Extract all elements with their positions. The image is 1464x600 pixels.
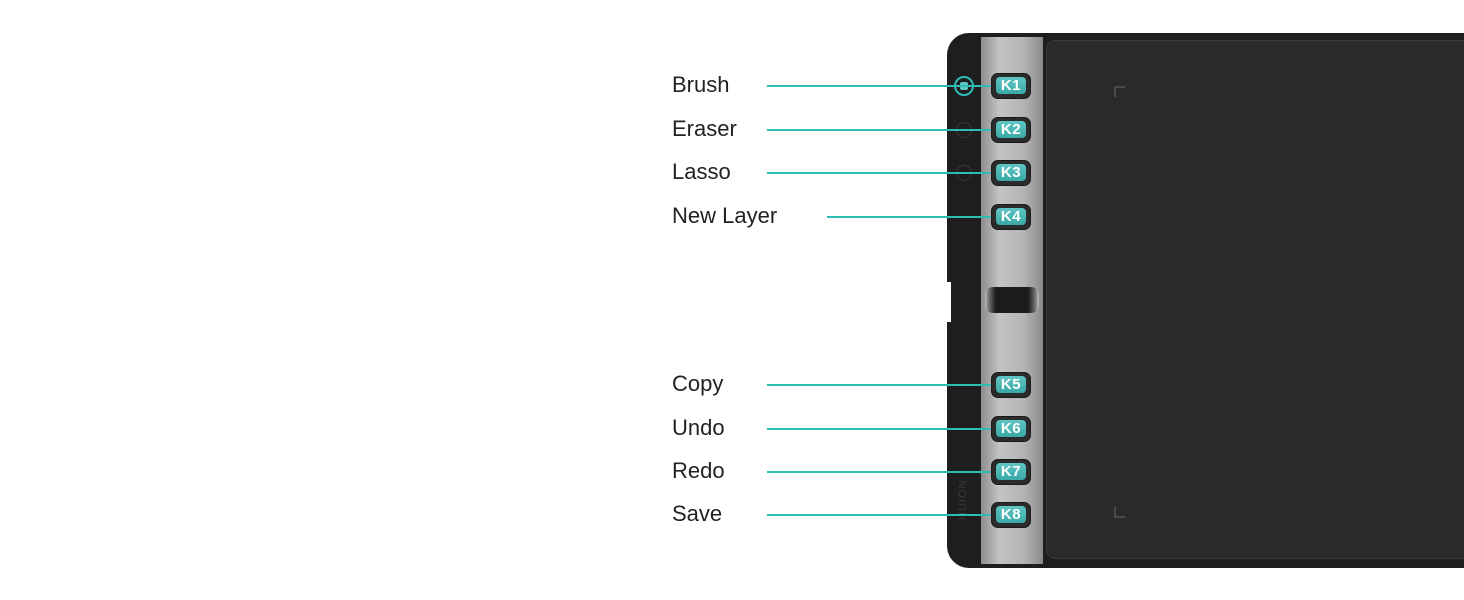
key-id: K8 bbox=[996, 506, 1026, 523]
key-label-k8: Save bbox=[672, 501, 723, 526]
key-label-k6: Undo bbox=[672, 415, 725, 440]
active-area-corner-bottom bbox=[1114, 507, 1125, 518]
tablet-notch bbox=[945, 282, 951, 322]
key-label-k1: Brush bbox=[672, 72, 730, 97]
key-id: K5 bbox=[996, 376, 1026, 393]
express-key-k3[interactable]: K3 bbox=[991, 160, 1031, 186]
key-label-k5: Copy bbox=[672, 371, 724, 396]
express-key-k6[interactable]: K6 bbox=[991, 416, 1031, 442]
express-key-k7[interactable]: K7 bbox=[991, 459, 1031, 485]
leader-line-k7 bbox=[767, 471, 991, 473]
express-key-k8[interactable]: K8 bbox=[991, 502, 1031, 528]
leader-line-k3 bbox=[767, 172, 991, 174]
key-id: K6 bbox=[996, 420, 1026, 437]
brand-logo: HUION bbox=[957, 479, 969, 521]
express-key-k2[interactable]: K2 bbox=[991, 117, 1031, 143]
key-label-k3: Lasso bbox=[672, 159, 731, 184]
drawing-surface bbox=[1046, 40, 1464, 559]
leader-line-k5 bbox=[767, 384, 991, 386]
scroll-wheel[interactable] bbox=[985, 287, 1039, 313]
key-id: K2 bbox=[996, 121, 1026, 138]
express-key-k1[interactable]: K1 bbox=[991, 73, 1031, 99]
express-key-k4[interactable]: K4 bbox=[991, 204, 1031, 230]
express-key-k5[interactable]: K5 bbox=[991, 372, 1031, 398]
leader-line-k8 bbox=[767, 514, 991, 516]
leader-line-k4 bbox=[827, 216, 991, 218]
leader-line-k2 bbox=[767, 129, 991, 131]
leader-line-k6 bbox=[767, 428, 991, 430]
key-label-k4: New Layer bbox=[672, 203, 778, 228]
key-id: K4 bbox=[996, 208, 1026, 225]
leader-line-k1 bbox=[767, 85, 991, 87]
key-id: K7 bbox=[996, 463, 1026, 480]
key-label-k7: Redo bbox=[672, 458, 725, 483]
key-label-k2: Eraser bbox=[672, 116, 737, 141]
active-area-corner-top bbox=[1114, 86, 1125, 97]
key-id: K1 bbox=[996, 77, 1026, 94]
key-id: K3 bbox=[996, 164, 1026, 181]
